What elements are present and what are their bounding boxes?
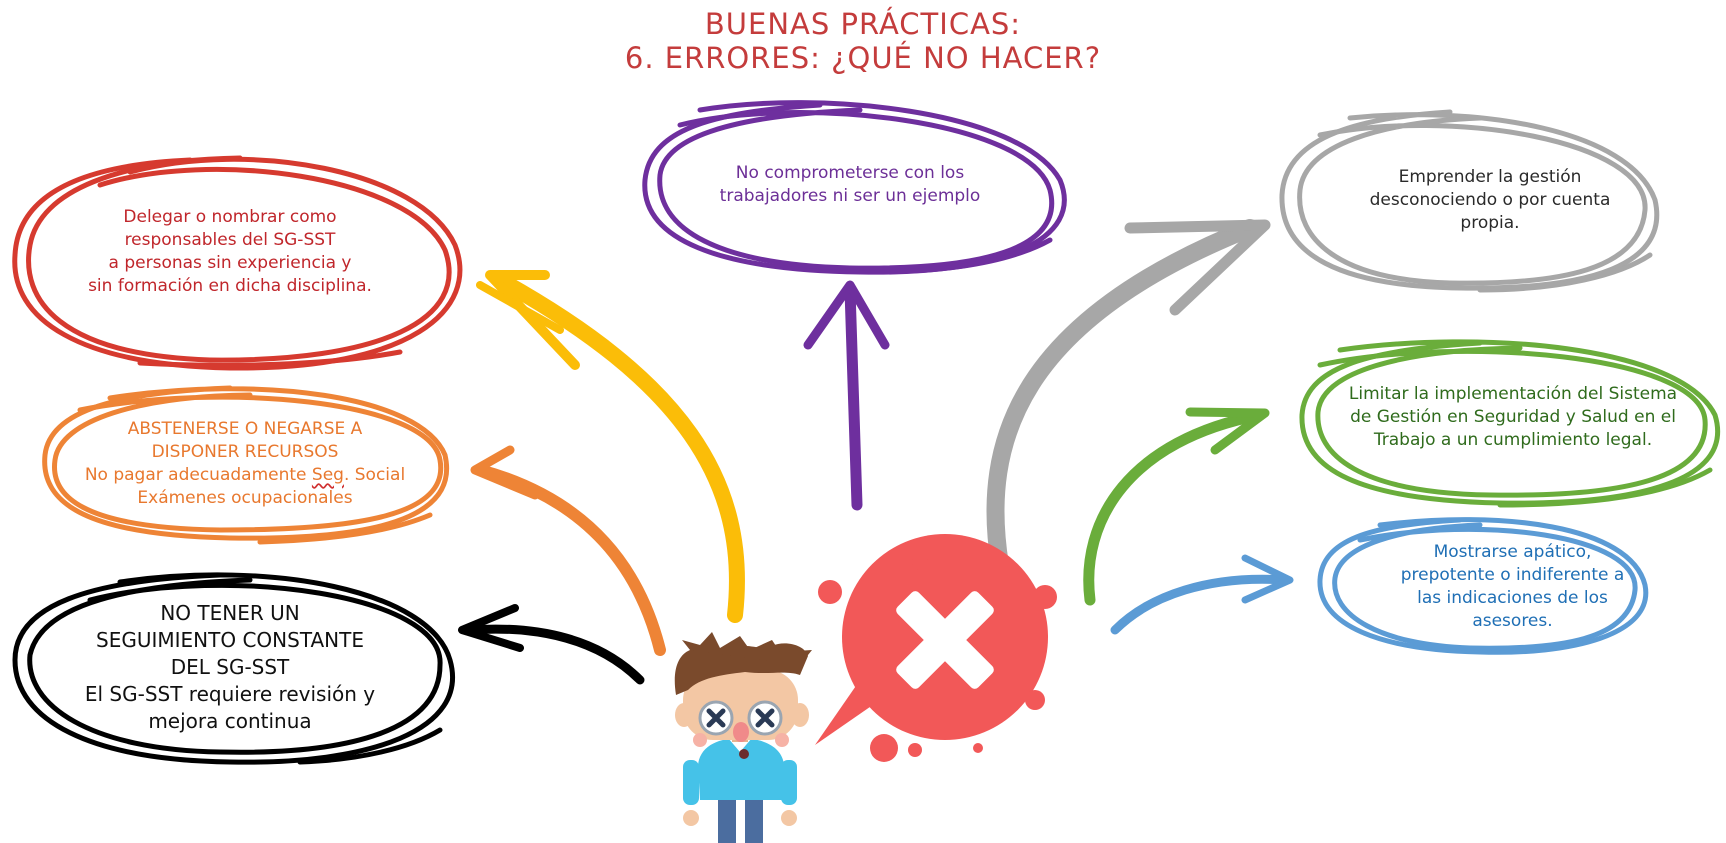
- page-title-line2: 6. ERRORES: ¿QUÉ NO HACER?: [624, 41, 1102, 75]
- arrow-black: [458, 604, 645, 685]
- bubble-green-line: de Gestión en Seguridad y Salud en el: [1350, 407, 1676, 427]
- bubble-red-line: a personas sin experiencia y: [108, 253, 352, 273]
- bubble-gray-line: desconociendo o por cuenta: [1369, 190, 1611, 210]
- arrow-blue: [1110, 554, 1294, 635]
- arrow-green: [1083, 407, 1270, 606]
- bubble-green-line: Limitar la implementación del Sistema: [1348, 384, 1678, 404]
- bubble-red-line: sin formación en dicha disciplina.: [88, 276, 372, 296]
- bubble-red-line: responsables del SG-SST: [124, 230, 336, 250]
- bubble-orange-line3-end: . Social: [343, 465, 406, 485]
- bubble-outline-gray: [1279, 109, 1660, 293]
- bubble-gray-line: propia.: [1460, 213, 1520, 233]
- arrow-yellow: [476, 270, 745, 623]
- bubble-orange-line: No pagar adecuadamente Seg. Social: [45, 464, 445, 487]
- bubble-text-gray: Emprender la gestión desconociendo o por…: [1300, 166, 1680, 235]
- confused-character-icon: [674, 632, 812, 843]
- bubble-black-line: El SG-SST requiere revisión y: [84, 682, 376, 706]
- bubble-outline-red: [12, 155, 463, 371]
- bubble-red-line: Delegar o nombrar como: [123, 207, 337, 227]
- bubble-purple-line: trabajadores ni ser un ejemplo: [719, 186, 981, 206]
- page-title-line1: BUENAS PRÁCTICAS:: [704, 7, 1022, 41]
- bubble-orange-line3-start: No pagar adecuadamente: [84, 465, 312, 485]
- bubble-gray-line: Emprender la gestión: [1398, 167, 1582, 187]
- bubble-blue-line: prepotente o indiferente a: [1400, 565, 1625, 585]
- bubble-blue-line: Mostrarse apático,: [1433, 542, 1592, 562]
- bubble-text-purple: No comprometerse con los trabajadores ni…: [660, 162, 1040, 208]
- bubble-orange-line: DISPONER RECURSOS: [151, 442, 339, 462]
- bubble-text-green: Limitar la implementación del Sistema de…: [1318, 383, 1708, 452]
- bubble-black-line: SEGUIMIENTO CONSTANTE: [96, 628, 364, 652]
- arrow-orange: [470, 445, 666, 656]
- bubble-text-orange: ABSTENERSE O NEGARSE A DISPONER RECURSOS…: [45, 418, 445, 510]
- bubble-black-line: NO TENER UN: [160, 601, 300, 625]
- bubble-black-line: mejora continua: [148, 709, 312, 733]
- bubble-orange-line: Exámenes ocupacionales: [137, 488, 353, 508]
- arrow-purple: [803, 280, 890, 511]
- bubble-text-black: NO TENER UN SEGUIMIENTO CONSTANTE DEL SG…: [20, 600, 440, 735]
- bubble-orange-line: ABSTENERSE O NEGARSE A: [127, 419, 363, 439]
- bubble-text-red: Delegar o nombrar como responsables del …: [55, 206, 405, 298]
- bubble-blue-line: las indicaciones de los: [1417, 588, 1608, 608]
- bubble-black-line: DEL SG-SST: [170, 655, 290, 679]
- bubble-orange-line3-underlined: Seg: [311, 465, 344, 485]
- bubble-outline-green: [1299, 339, 1721, 508]
- arrow-gray: [986, 219, 1271, 574]
- bubble-outline-blue: [1317, 517, 1649, 655]
- x-mark-speech-bubble-icon: [815, 534, 1057, 762]
- bubble-outline-orange: [42, 385, 450, 545]
- bubble-outline-black: [12, 572, 455, 765]
- bubble-purple-line: No comprometerse con los: [735, 163, 965, 183]
- bubble-green-line: Trabajo a un cumplimiento legal.: [1373, 430, 1653, 450]
- bubble-outline-purple: [642, 100, 1067, 275]
- bubble-blue-line: asesores.: [1472, 611, 1553, 631]
- bubble-text-blue: Mostrarse apático, prepotente o indifere…: [1335, 541, 1690, 633]
